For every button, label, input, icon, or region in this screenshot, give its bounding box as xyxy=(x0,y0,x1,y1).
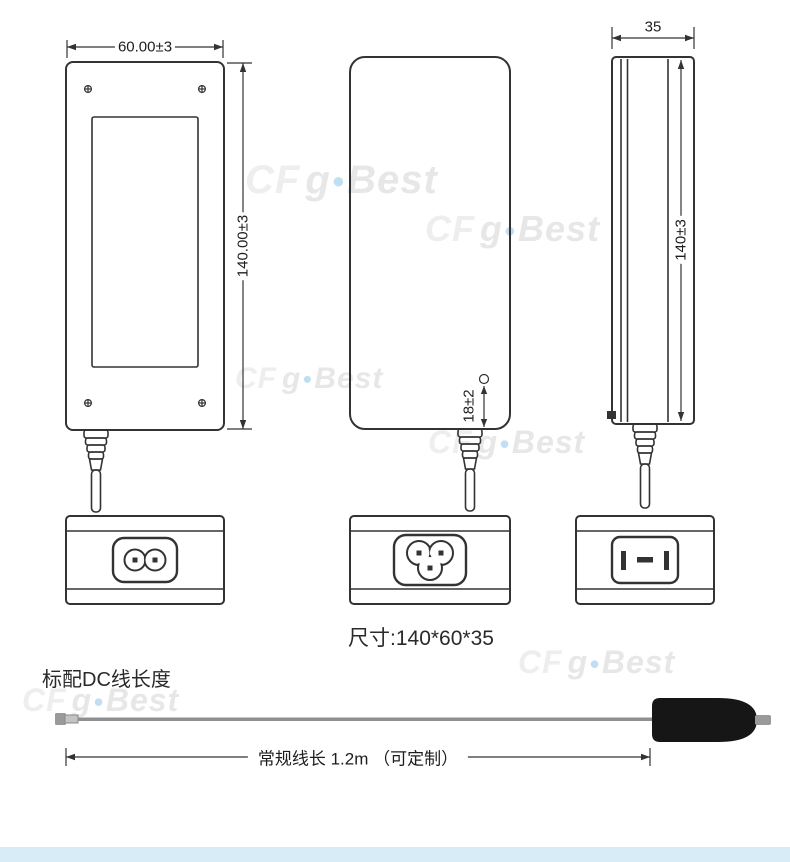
watermark-dot: ● xyxy=(589,653,601,674)
dc-section-title: 标配DC线长度 xyxy=(42,669,171,691)
watermark-text: Best xyxy=(517,208,600,249)
screw-icon xyxy=(83,399,92,408)
watermark-dot: ● xyxy=(331,168,347,194)
side-cable xyxy=(632,423,658,509)
dim-side-width-lines xyxy=(611,27,695,49)
screw-icon xyxy=(198,84,207,93)
watermark-dot: ● xyxy=(499,433,511,454)
dc-plug-icon xyxy=(652,698,757,742)
c14-inlet-icon xyxy=(610,535,680,585)
watermark-dot: ● xyxy=(93,691,105,712)
watermark-text: Best xyxy=(314,362,384,395)
side-view xyxy=(607,56,695,425)
watermark-logo: CF xyxy=(245,158,301,202)
face-view xyxy=(349,56,511,430)
watermark-logo: CF xyxy=(518,644,563,680)
watermark-logo: CF xyxy=(22,682,67,718)
size-label: 尺寸:140*60*35 xyxy=(348,627,494,650)
dim-nozzle-label: 18±2 xyxy=(460,386,478,426)
watermark-text: Best xyxy=(511,424,586,460)
front-view xyxy=(65,61,225,431)
watermark-text: g xyxy=(71,682,93,718)
cable-end-connector xyxy=(64,714,79,724)
watermark-text: g xyxy=(480,208,503,249)
watermark-text: Best xyxy=(105,682,180,718)
cable-length-label: 常规线长 1.2m （可定制） xyxy=(247,744,469,770)
nozzle-circle xyxy=(478,373,490,385)
dim-front-width-label: 60.00±3 xyxy=(114,38,176,56)
watermark-logo: CF xyxy=(425,208,475,249)
screw-icon xyxy=(83,84,92,93)
strain-relief xyxy=(632,423,658,433)
cable-line xyxy=(78,717,652,721)
footer-bar xyxy=(0,847,790,862)
dc-cable-illustration xyxy=(55,698,771,742)
side-detail xyxy=(607,411,616,419)
wire xyxy=(464,468,476,512)
watermark-text: g xyxy=(567,644,589,680)
dim-nozzle-lines xyxy=(480,386,488,427)
watermark-text: Best xyxy=(347,158,438,202)
strain-relief xyxy=(83,429,109,439)
label-area xyxy=(91,116,199,368)
watermark-dot: ● xyxy=(302,370,314,389)
c6-inlet-icon xyxy=(392,533,468,587)
face-cable xyxy=(457,428,483,512)
dim-side-width-label: 35 xyxy=(641,18,665,36)
dim-side-height-label: 140±3 xyxy=(672,216,690,264)
dim-front-height-label: 140.00±3 xyxy=(234,211,252,281)
wire xyxy=(639,463,651,509)
wire xyxy=(90,469,102,513)
watermark-text: g xyxy=(305,158,331,202)
watermark-logo: CF xyxy=(235,362,277,395)
watermark-text: Best xyxy=(601,644,676,680)
strain-relief xyxy=(457,428,483,438)
inlet-view-c6 xyxy=(349,515,511,605)
inlet-view-c8 xyxy=(65,515,225,605)
front-cable xyxy=(83,429,109,513)
watermark-text: g xyxy=(282,362,302,395)
c8-inlet-icon xyxy=(111,536,179,584)
plug-tip xyxy=(755,715,771,725)
inlet-view-c14 xyxy=(575,515,715,605)
cable-end-connector xyxy=(55,713,66,725)
screw-icon xyxy=(198,399,207,408)
